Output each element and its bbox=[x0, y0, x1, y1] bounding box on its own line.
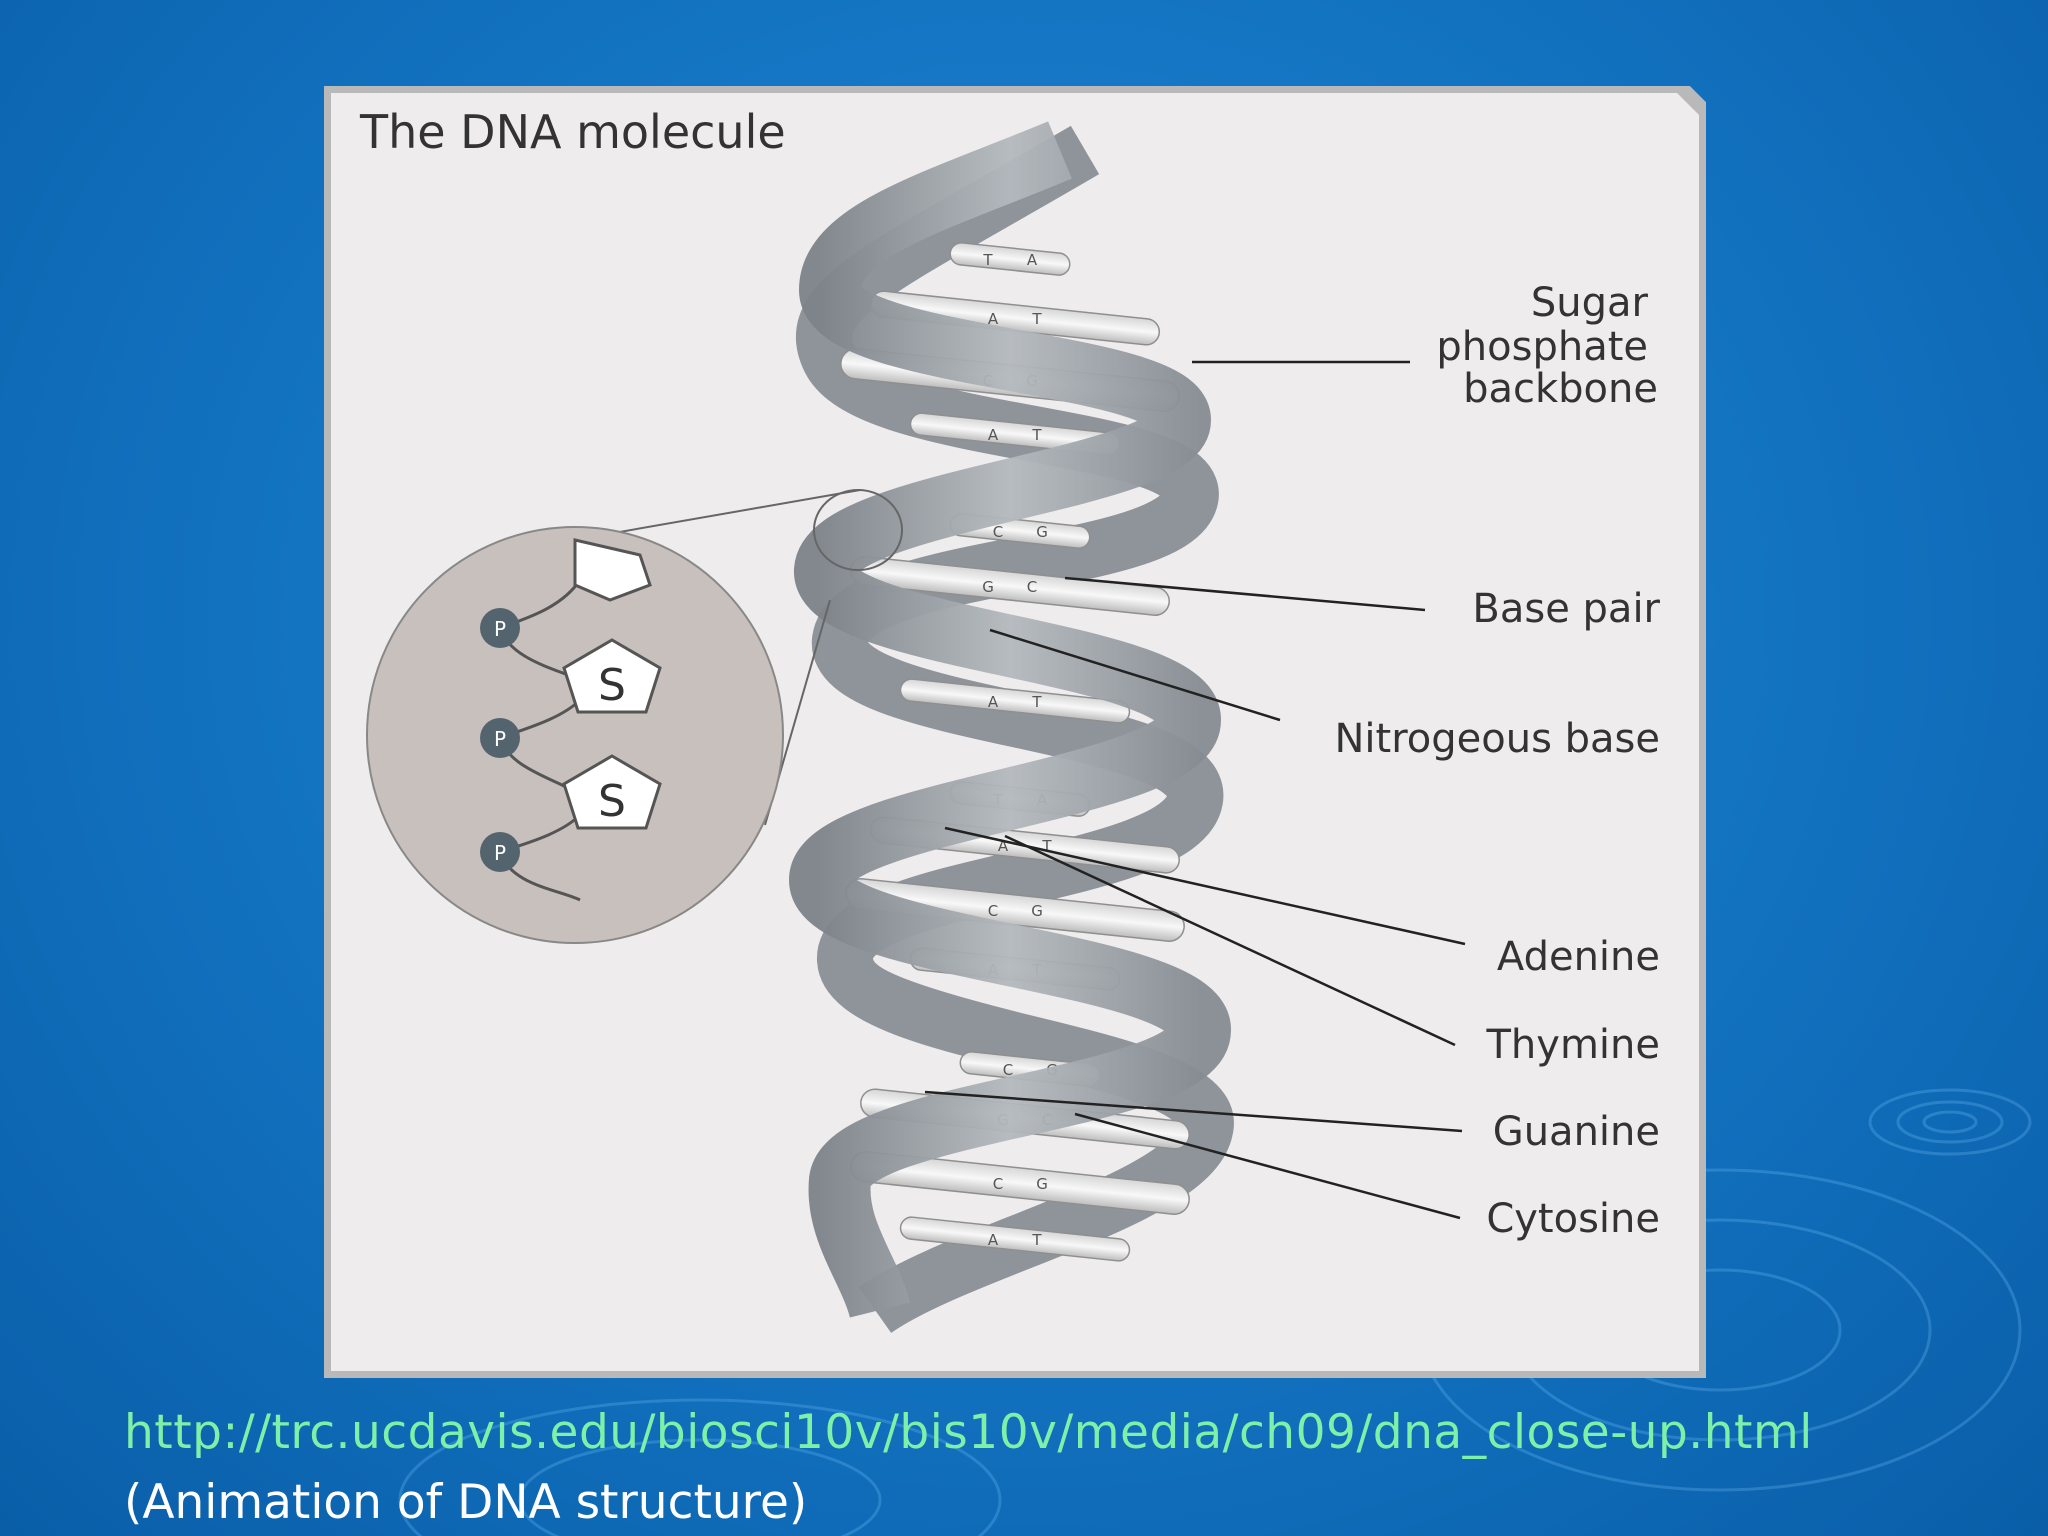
label-backbone: backbone bbox=[1463, 366, 1658, 412]
base-letter: T bbox=[1031, 310, 1042, 328]
inset-sugar: S bbox=[562, 638, 662, 714]
inset-phosphate: P bbox=[480, 608, 520, 648]
base-letter: T bbox=[1031, 693, 1042, 711]
inset-sugar: S bbox=[562, 754, 662, 830]
label-cytosine: Cytosine bbox=[1486, 1196, 1660, 1242]
base-pair-rung bbox=[899, 678, 1131, 724]
base-letter: T bbox=[1041, 837, 1052, 855]
label-base-pair: Base pair bbox=[1472, 586, 1660, 632]
inset-phosphate-label: P bbox=[494, 617, 506, 641]
leader-cytosine bbox=[1074, 1112, 1461, 1220]
inset-phosphate: P bbox=[480, 718, 520, 758]
label-thymine: Thymine bbox=[1486, 1022, 1661, 1068]
inset-phosphate-label: P bbox=[494, 841, 506, 865]
base-letter: C bbox=[993, 1175, 1003, 1193]
base-letter: T bbox=[982, 251, 993, 269]
leader-base-pair bbox=[1064, 576, 1426, 612]
inset-phosphate: P bbox=[480, 832, 520, 872]
sugar-phosphate-inset: S S P P P bbox=[366, 526, 784, 944]
base-letter: G bbox=[982, 578, 994, 596]
leader-guanine bbox=[924, 1090, 1463, 1133]
leader-thymine bbox=[1004, 834, 1456, 1047]
base-letter: A bbox=[988, 1231, 999, 1249]
base-letter: C bbox=[988, 902, 998, 920]
base-letter: G bbox=[1036, 1175, 1048, 1193]
base-letter: T bbox=[1031, 1231, 1042, 1249]
base-letter: A bbox=[988, 693, 999, 711]
label-adenine: Adenine bbox=[1497, 934, 1660, 980]
zoom-ring bbox=[813, 489, 903, 571]
animation-note: (Animation of DNA structure) bbox=[124, 1475, 808, 1530]
label-guanine: Guanine bbox=[1493, 1109, 1660, 1155]
base-letter: A bbox=[988, 310, 999, 328]
backbone-strand-front bbox=[788, 121, 1232, 1319]
base-letter: G bbox=[1031, 902, 1043, 920]
inset-sugar-label: S bbox=[598, 776, 626, 827]
base-letter: C bbox=[1003, 1061, 1013, 1079]
label-phosphate: phosphate bbox=[1436, 324, 1648, 370]
leader-nitrogenous-base bbox=[989, 628, 1281, 722]
inset-phosphate-label: P bbox=[494, 727, 506, 751]
source-link[interactable]: http://trc.ucdavis.edu/biosci10v/bis10v/… bbox=[124, 1405, 1813, 1460]
diagram-title: The DNA molecule bbox=[359, 105, 786, 159]
base-pair-rung bbox=[949, 242, 1071, 276]
base-letter: A bbox=[998, 837, 1009, 855]
label-nitrogenous-base: Nitrogeous base bbox=[1335, 716, 1661, 762]
base-letter: A bbox=[988, 426, 999, 444]
base-pair-rung bbox=[899, 1216, 1131, 1262]
base-letter: T bbox=[1031, 426, 1042, 444]
base-letter: C bbox=[993, 523, 1003, 541]
base-letter: A bbox=[1027, 251, 1038, 269]
base-letter: G bbox=[1036, 523, 1048, 541]
base-letter: C bbox=[1027, 578, 1037, 596]
inset-sugar-label: S bbox=[598, 660, 626, 711]
label-sugar: Sugar bbox=[1531, 280, 1649, 326]
